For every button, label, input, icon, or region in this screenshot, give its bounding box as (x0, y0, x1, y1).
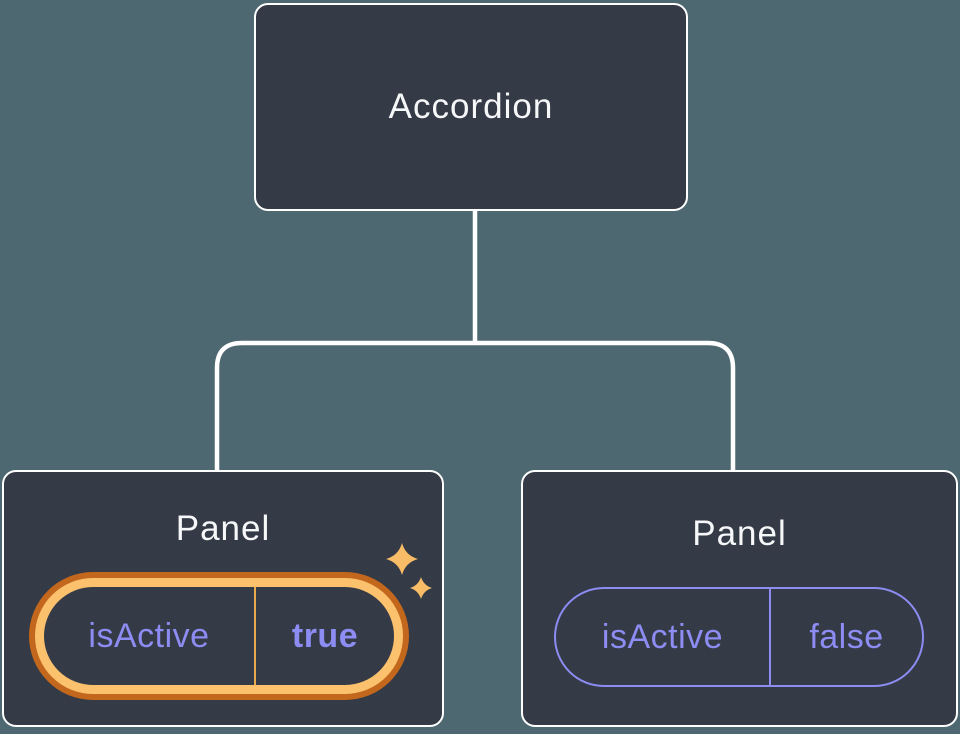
sparkles-icon (386, 543, 432, 599)
state-key: isActive (601, 617, 724, 656)
connector-bracket (214, 340, 736, 470)
state-pill-inactive: isActive false (554, 587, 924, 687)
state-value: false (769, 589, 922, 685)
accordion-node-label: Accordion (388, 87, 554, 126)
sparkle-large-icon (386, 543, 418, 575)
panel-node-label: Panel (175, 509, 271, 548)
state-pill-active: isActive true (35, 578, 403, 694)
component-node-panel-inactive: Panel isActive false (521, 470, 958, 727)
state-key: isActive (88, 616, 210, 655)
component-node-panel-active: Panel isActive true (2, 470, 444, 727)
component-node-accordion: Accordion (254, 3, 688, 211)
state-value: true (254, 587, 394, 685)
sparkle-small-icon (410, 577, 432, 599)
panel-node-label: Panel (692, 514, 787, 553)
